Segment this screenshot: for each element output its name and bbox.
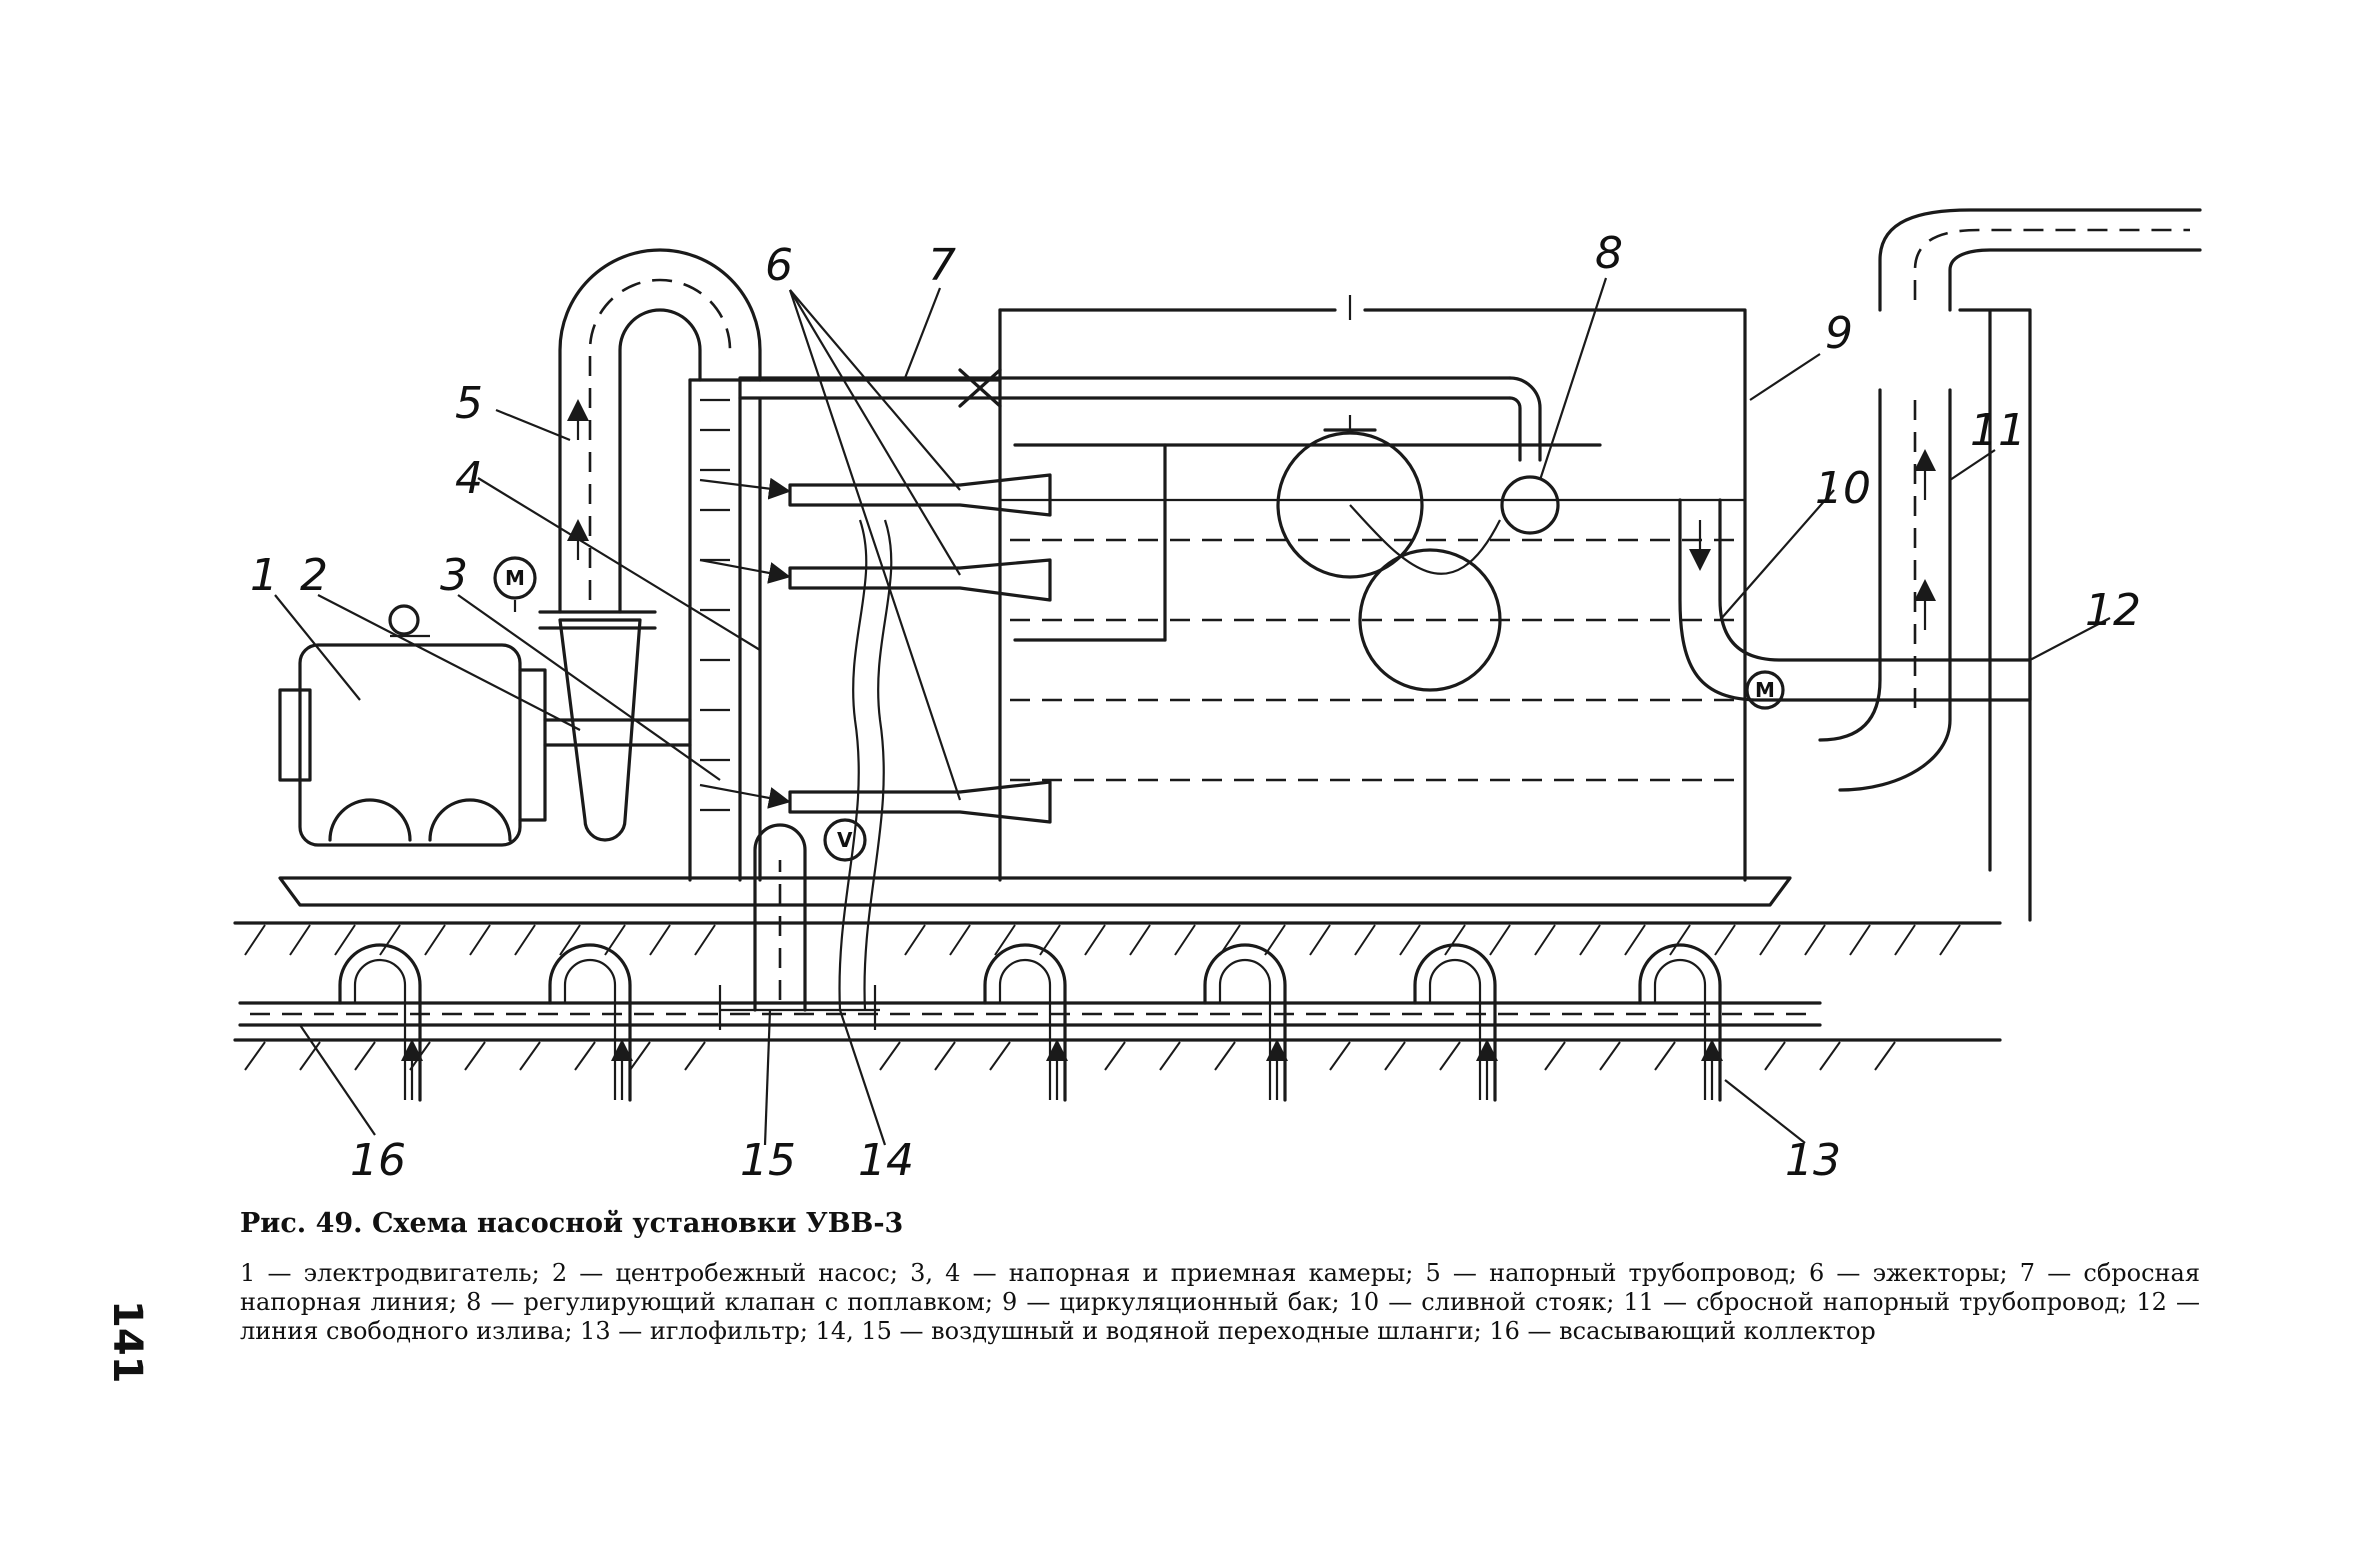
- callout-16: 16: [350, 1135, 406, 1186]
- pressure-pipeline: [558, 248, 762, 614]
- discharge-pressure-pipeline: [1818, 208, 2202, 922]
- centrifugal-pump: [538, 610, 692, 842]
- callout-8: 8: [1595, 228, 1623, 279]
- callout-9: 9: [1825, 308, 1853, 359]
- base-frame: [278, 876, 1792, 907]
- ground-surface: [233, 921, 2002, 1071]
- callout-leaders: [274, 277, 2111, 1146]
- callout-11: 11: [1970, 405, 2026, 456]
- svg-text:V: V: [837, 828, 853, 852]
- callout-6: 6: [765, 240, 793, 291]
- callout-5: 5: [455, 378, 483, 429]
- control-valve-with-float: [1276, 415, 1560, 692]
- callout-4: 4: [455, 453, 483, 504]
- callout-numbers: 1 2 3 4 5 6 7 8 9 10 11 12 13 14 15 16: [250, 228, 2141, 1186]
- callout-13: 13: [1785, 1135, 1841, 1186]
- page-number: 141: [104, 1300, 150, 1384]
- svg-text:М: М: [1755, 678, 1775, 702]
- callout-3: 3: [440, 550, 468, 601]
- callout-7: 7: [928, 240, 956, 291]
- callout-1: 1: [250, 550, 278, 601]
- pressure-and-receiving-chambers: [688, 308, 1002, 882]
- ejectors: [699, 473, 1052, 824]
- figure-legend: 1 — электродвигатель; 2 — центробежный н…: [240, 1259, 2200, 1345]
- callout-2: 2: [300, 550, 328, 601]
- callout-12: 12: [2085, 585, 2141, 636]
- figure-caption: Рис. 49. Схема насосной установки УВВ-3 …: [240, 1208, 2200, 1346]
- callout-15: 15: [740, 1135, 796, 1186]
- svg-text:М: М: [505, 566, 525, 590]
- discharge-pressure-line: [738, 368, 1542, 462]
- circulation-tank: [998, 295, 1747, 882]
- callout-10: 10: [1815, 463, 1871, 514]
- callout-14: 14: [858, 1135, 914, 1186]
- drain-riser: М: [1678, 498, 1882, 710]
- figure-title: Рис. 49. Схема насосной установки УВВ-3: [240, 1208, 904, 1239]
- electric-motor: [278, 604, 547, 847]
- wellpoints: [338, 943, 1723, 1102]
- free-outflow-line: [1878, 658, 2032, 702]
- transition-hoses: [718, 519, 893, 1030]
- vacuum-gauge: V: [823, 818, 867, 862]
- suction-collector: [238, 1001, 1822, 1027]
- manometer-pump: М: [493, 556, 537, 612]
